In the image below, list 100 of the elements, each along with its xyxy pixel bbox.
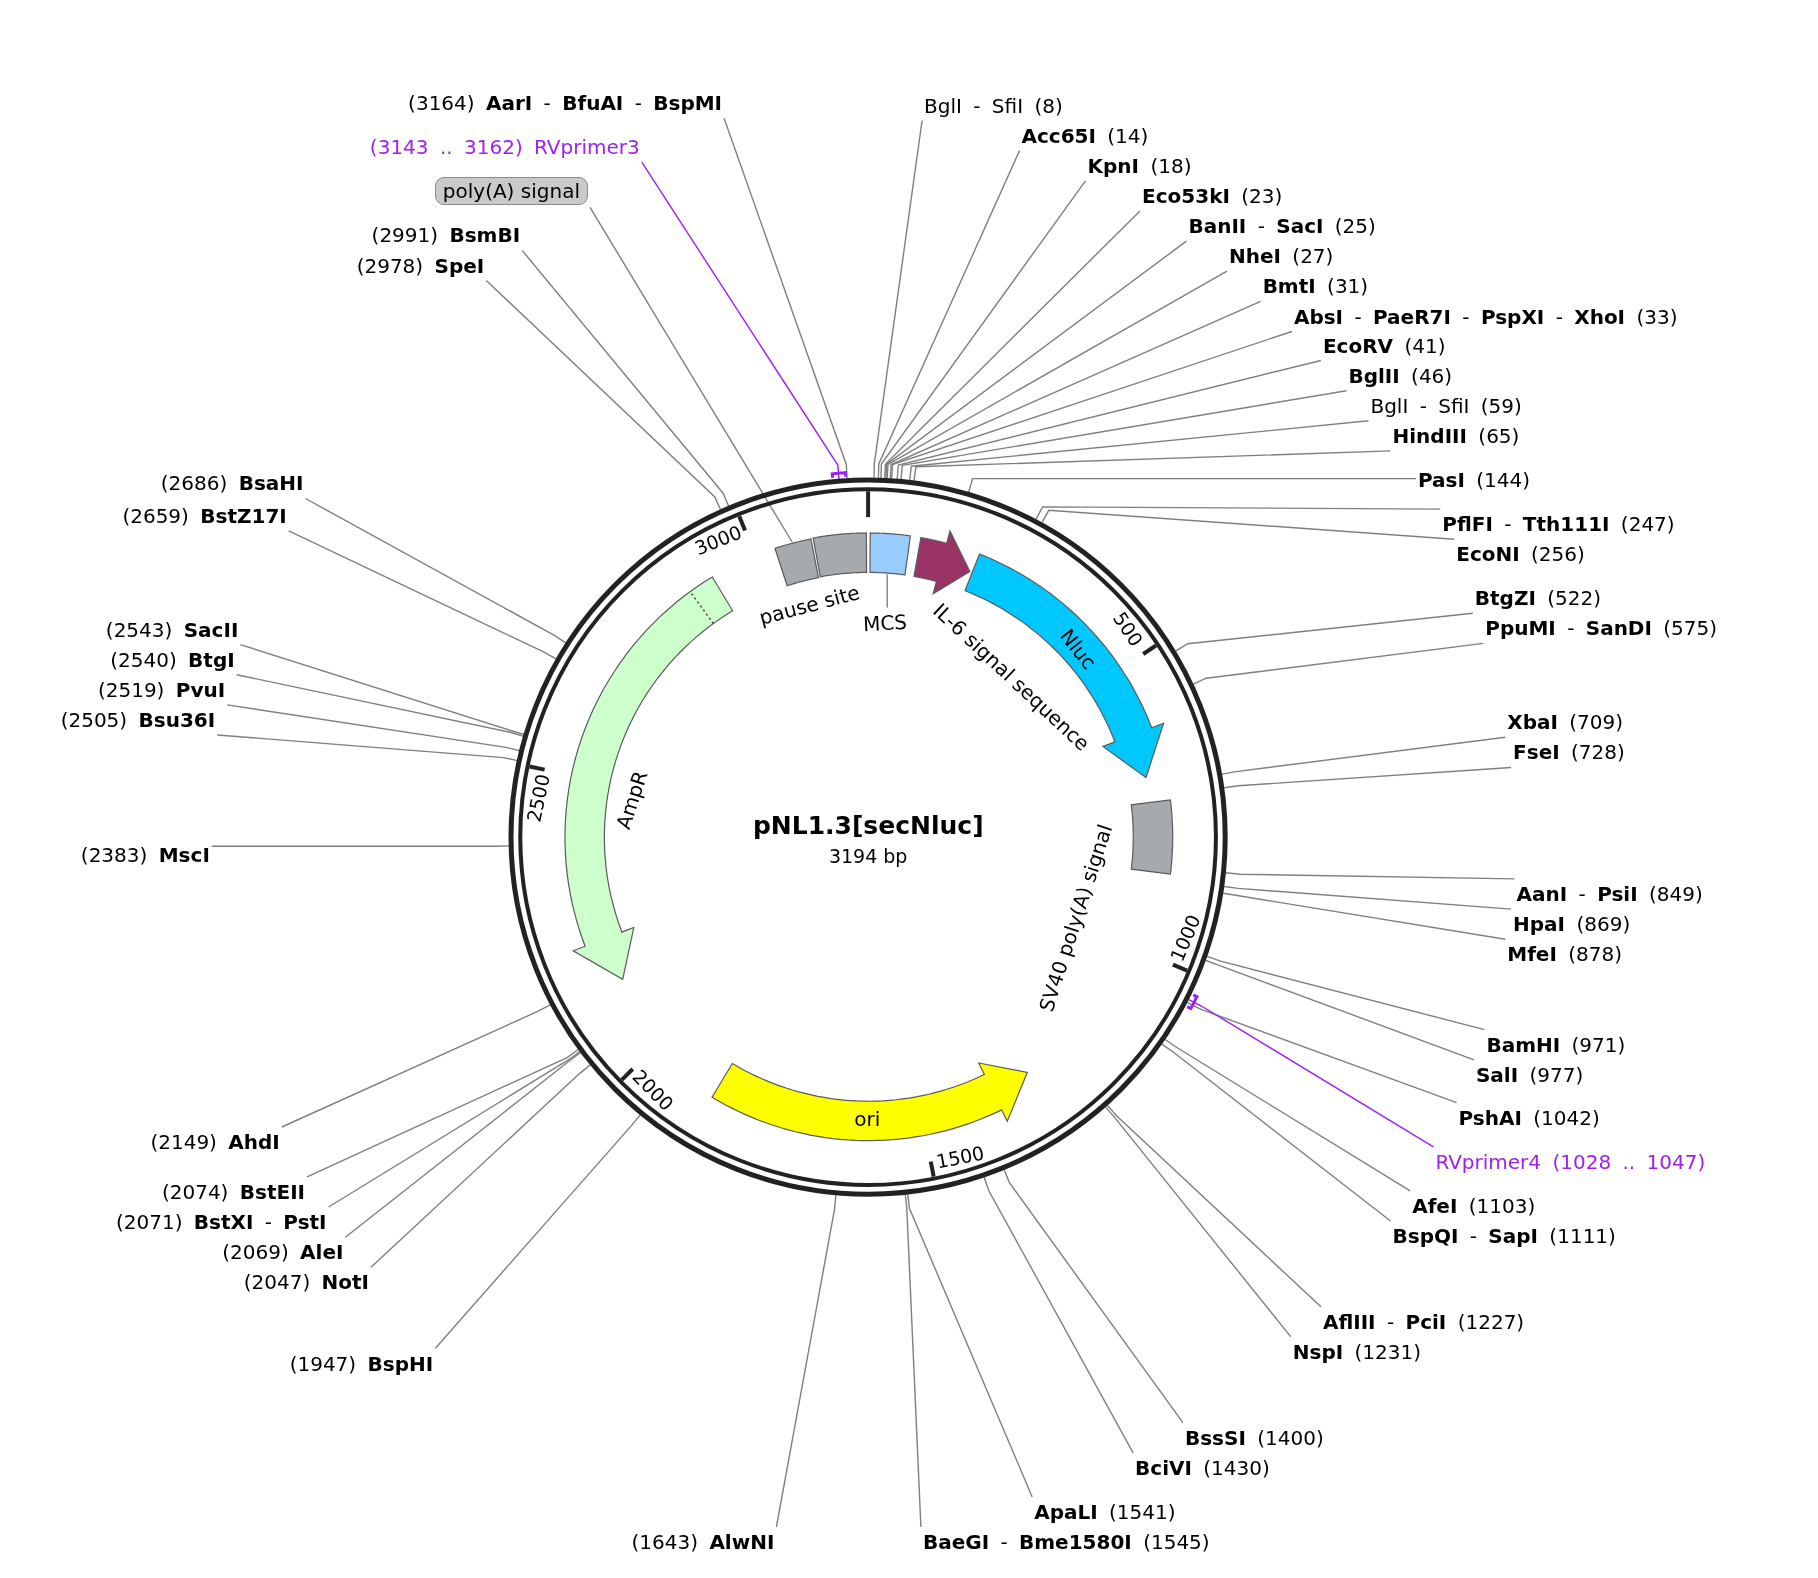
leader-line [1188,998,1435,1148]
site-label: BaeGI - Bme1580I (1545) [922,1529,1210,1556]
site-label: (2149) AhdI [150,1129,280,1156]
site-label: (2991) BsmBI [371,222,521,249]
scale-label: 2500 [522,771,554,824]
leader-line [304,497,567,644]
leader-line [288,530,558,660]
leader-line [434,1113,642,1350]
site-label: BglI - SfiI (59) [1370,392,1522,419]
leader-line [900,390,1348,481]
leader-line [877,149,1021,479]
leader-line [211,845,511,847]
site-label: AflIII - PciI (1227) [1322,1308,1525,1335]
site-label: (2543) SacII [105,616,239,643]
leader-line [904,1193,922,1528]
primer-label: RVprimer4 (1028 .. 1047) [1435,1148,1706,1175]
leader-line [885,240,1188,480]
site-label: PshAI (1042) [1458,1104,1600,1131]
leader-line [1041,509,1455,540]
leader-line [1003,1168,1184,1424]
site-label: ApaLI (1541) [1034,1498,1176,1525]
leader-line [1161,1043,1392,1222]
site-label: (2069) AleI [222,1239,344,1266]
site-label: BanII - SacI (25) [1188,213,1376,240]
scale-label: 3000 [691,521,745,560]
site-label: XbaI (709) [1507,709,1624,736]
site-label: (2686) BsaHI [160,470,304,497]
leader-line [886,573,888,609]
primer-label: (3143 .. 3162) RVprimer3 [369,134,640,161]
site-label: NheI (27) [1229,243,1334,270]
site-label: (2505) Bsu36I [60,707,216,733]
site-label: (3164) AarI - BfuAI - BspMI [408,90,723,117]
leader-line [907,1193,1033,1498]
plasmid-length: 3194 bp [828,843,908,868]
leader-line [913,450,1392,482]
site-label: BglII (46) [1348,362,1453,389]
site-label: (1947) BspHI [289,1350,434,1377]
leader-line [344,1051,582,1238]
site-label: Acc65I (14) [1021,122,1149,149]
site-label: BmtI (31) [1262,273,1369,300]
scale-label: 1500 [934,1141,986,1173]
leader-line [281,1003,552,1128]
feature-label: pause site [756,580,862,631]
site-label: (2074) BstEII [161,1178,306,1205]
leader-line [1206,955,1486,1031]
leader-line [1104,1106,1292,1338]
site-label: FseI (728) [1513,739,1625,766]
leader-line [1205,959,1475,1061]
leader-line [306,1048,580,1178]
leader-line [1174,612,1474,652]
leader-line [873,119,923,479]
leader-line [1164,1038,1411,1192]
plasmid-name: pNL1.3[secNluc] [752,810,984,841]
site-label: (1643) AlwNI [631,1529,775,1556]
leader-line [967,477,1417,493]
site-label: HindIII (65) [1392,422,1520,449]
site-label: PflFI - Tth111I (247) [1442,511,1675,538]
leader-line [1186,1001,1458,1104]
leader-line [886,270,1228,480]
site-label: PpuMI - SanDI (575) [1485,615,1718,642]
site-label: BtgZI (522) [1474,585,1601,612]
feature-label: AmpR [611,767,653,833]
leader-line [327,1050,581,1208]
site-label: (2540) BtgI [110,646,235,673]
leader-line [909,420,1370,482]
leader-line [880,180,1087,479]
site-label: Eco53kI (23) [1142,182,1283,209]
site-label: HpaI (869) [1513,911,1631,938]
leader-line [521,249,730,507]
site-label: MfeI (878) [1507,941,1622,968]
leader-line [889,300,1262,480]
leader-line [1192,642,1484,685]
leader-line [370,1063,592,1268]
leader-line [216,734,519,762]
site-label: KpnI (18) [1087,152,1192,179]
leader-line [1225,872,1516,880]
site-label: AfeI (1103) [1412,1192,1536,1219]
site-label: NspI (1231) [1292,1338,1422,1365]
leader-line [890,330,1293,480]
leader-line [1222,892,1506,940]
site-label: EcoNI (256) [1456,541,1585,568]
site-label: BamHI (971) [1486,1031,1626,1058]
leader-line [1035,506,1441,521]
leader-line [485,279,722,511]
leader-line [1223,766,1512,789]
leader-line [896,359,1322,480]
leader-line [775,1194,837,1528]
leader-line [641,161,840,480]
site-label: PasI (144) [1418,467,1531,493]
leader-line [983,1176,1134,1454]
feature-label: SV40 poly(A) signal [1034,821,1118,1015]
site-label: AbsI - PaeR7I - PspXI - XhoI (33) [1293,303,1678,330]
feature-tag: poly(A) signal [434,177,588,206]
site-label: (2519) PvuI [97,676,226,703]
leader-line [235,674,525,737]
feature-label: MCS [862,609,908,636]
scale-label: 1000 [1166,911,1206,965]
leader-line [1221,736,1506,775]
site-label: BssSI (1400) [1184,1424,1324,1451]
site-label: (2071) BstXI - PstI [115,1209,327,1236]
